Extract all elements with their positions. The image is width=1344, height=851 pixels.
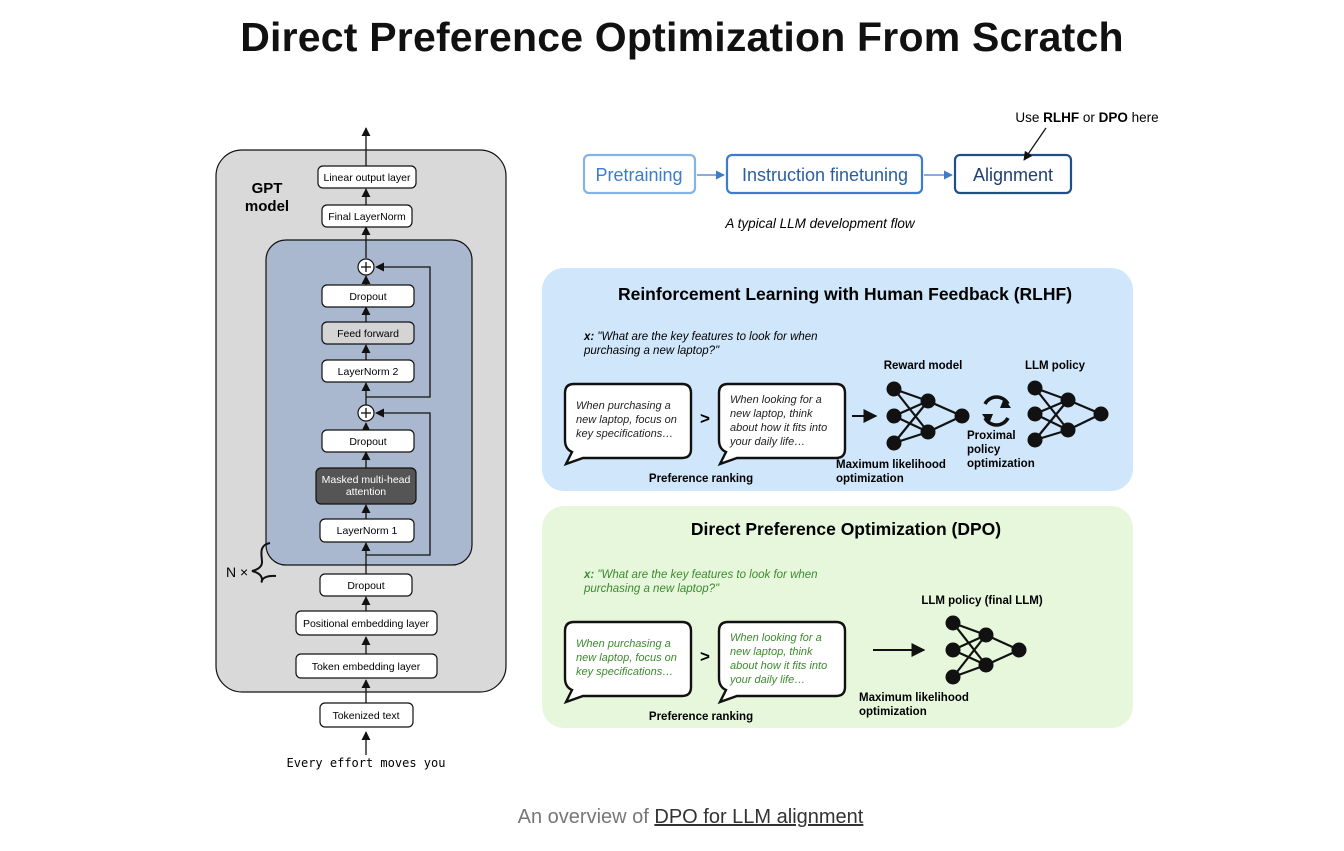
svg-text:new laptop, think: new laptop, think (730, 408, 813, 420)
dpo-greater-than: > (700, 647, 710, 666)
rlhf-response-bubble-2: When looking for a new laptop, think abo… (717, 382, 847, 467)
svg-text:LayerNorm 2: LayerNorm 2 (338, 366, 399, 378)
svg-text:Feed forward: Feed forward (337, 328, 399, 340)
svg-text:Token embedding layer: Token embedding layer (312, 661, 421, 673)
flow-step-instruction-finetuning: Instruction finetuning (725, 153, 924, 195)
svg-text:Positional embedding layer: Positional embedding layer (303, 618, 430, 630)
llm-policy-label: LLM policy (1025, 360, 1086, 372)
diagram-canvas: GPT model (215, 110, 1159, 770)
ppo-label-2: policy (967, 444, 1001, 456)
block-feed-forward: Feed forward (321, 321, 415, 345)
svg-text:your daily life…: your daily life… (729, 674, 805, 686)
block-linear-output: Linear output layer (317, 165, 417, 189)
dpo-mle-1: Maximum likelihood (859, 692, 969, 704)
block-final-layernorm: Final LayerNorm (321, 204, 413, 228)
flow-caption: A typical LLM development flow (724, 216, 916, 231)
svg-text:new laptop, focus on: new laptop, focus on (576, 652, 677, 664)
svg-text:your daily life…: your daily life… (729, 436, 805, 448)
gpt-model-diagram: GPT model (215, 127, 507, 770)
rlhf-response-bubble-1: When purchasing a new laptop, focus on k… (563, 382, 693, 467)
rlhf-greater-than: > (700, 409, 710, 428)
llm-policy-network-icon (1027, 380, 1109, 448)
llm-development-flow: Pretraining Instruction finetuning Align… (582, 110, 1159, 231)
svg-text:about how it fits into: about how it fits into (730, 660, 827, 672)
rlhf-prompt: x: "What are the key features to look fo… (583, 331, 818, 343)
block-dropout-top: Dropout (321, 284, 415, 308)
svg-text:Dropout: Dropout (349, 436, 386, 448)
reward-model-label: Reward model (884, 360, 963, 372)
block-tokenized-text: Tokenized text (319, 702, 414, 728)
svg-text:Tokenized text: Tokenized text (332, 710, 399, 722)
block-layernorm2: LayerNorm 2 (321, 359, 415, 383)
repeat-brace-icon (251, 542, 277, 583)
caption-link[interactable]: DPO for LLM alignment (654, 806, 864, 828)
figure-caption: An overview of DPO for LLM alignment (0, 806, 1344, 829)
dpo-prompt-line2: purchasing a new laptop?" (583, 583, 720, 595)
svg-text:Dropout: Dropout (349, 291, 386, 303)
gpt-label-1: GPT (252, 180, 283, 197)
block-dropout-mid: Dropout (321, 429, 415, 453)
ppo-label-1: Proximal (967, 430, 1016, 442)
page-title: Direct Preference Optimization From Scra… (240, 14, 1124, 60)
svg-text:key specifications…: key specifications… (576, 666, 673, 678)
block-token-embedding: Token embedding layer (295, 653, 438, 679)
svg-text:key specifications…: key specifications… (576, 428, 673, 440)
rlhf-mle-2: optimization (836, 473, 904, 485)
flow-step-alignment: Alignment (953, 153, 1073, 195)
svg-text:Final LayerNorm: Final LayerNorm (328, 211, 406, 223)
svg-text:When looking for a: When looking for a (730, 394, 822, 406)
residual-add-icon (357, 404, 375, 422)
gpt-label-2: model (245, 198, 289, 215)
cycle-icon (982, 395, 1011, 427)
flow-note: Use RLHF or DPO here (1015, 110, 1158, 125)
svg-text:Alignment: Alignment (973, 165, 1053, 185)
svg-text:Linear output layer: Linear output layer (324, 172, 411, 184)
caption-prefix: An overview of (517, 806, 655, 828)
rlhf-preference-ranking: Preference ranking (649, 473, 753, 485)
dpo-response-bubble-2: When looking for a new laptop, think abo… (717, 620, 847, 705)
block-dropout-bottom: Dropout (319, 573, 413, 597)
ppo-label-3: optimization (967, 458, 1035, 470)
svg-text:When looking for a: When looking for a (730, 632, 822, 644)
rlhf-mle-1: Maximum likelihood (836, 459, 946, 471)
svg-text:new laptop, think: new laptop, think (730, 646, 813, 658)
dpo-panel: Direct Preference Optimization (DPO) x: … (542, 506, 1133, 728)
svg-text:LayerNorm 1: LayerNorm 1 (337, 525, 398, 537)
svg-text:Masked multi-head: Masked multi-head (322, 474, 411, 486)
svg-text:When purchasing a: When purchasing a (576, 638, 671, 650)
rlhf-panel: Reinforcement Learning with Human Feedba… (542, 268, 1133, 491)
flow-step-pretraining: Pretraining (582, 153, 697, 195)
svg-text:Pretraining: Pretraining (595, 165, 682, 185)
svg-text:new laptop, focus on: new laptop, focus on (576, 414, 677, 426)
dpo-mle-2: optimization (859, 706, 927, 718)
svg-text:attention: attention (346, 486, 386, 498)
residual-add-icon (357, 258, 375, 276)
input-text: Every effort moves you (287, 756, 446, 770)
reward-model-network-icon (886, 381, 970, 451)
svg-text:Instruction finetuning: Instruction finetuning (742, 165, 908, 185)
dpo-preference-ranking: Preference ranking (649, 711, 753, 723)
dpo-prompt: x: "What are the key features to look fo… (583, 569, 818, 581)
repeat-label: N × (226, 564, 248, 580)
dpo-llm-policy-label: LLM policy (final LLM) (921, 595, 1043, 607)
dpo-response-bubble-1: When purchasing a new laptop, focus on k… (563, 620, 693, 705)
block-positional-embedding: Positional embedding layer (295, 610, 438, 636)
dpo-llm-policy-network-icon (945, 615, 1027, 685)
svg-text:When purchasing a: When purchasing a (576, 400, 671, 412)
block-masked-attention: Masked multi-head attention (315, 467, 417, 505)
block-layernorm1: LayerNorm 1 (319, 518, 415, 543)
svg-text:Dropout: Dropout (347, 580, 384, 592)
svg-text:about how it fits into: about how it fits into (730, 422, 827, 434)
dpo-title: Direct Preference Optimization (DPO) (691, 519, 1001, 539)
rlhf-prompt-line2: purchasing a new laptop?" (583, 345, 720, 357)
rlhf-title: Reinforcement Learning with Human Feedba… (618, 284, 1072, 304)
